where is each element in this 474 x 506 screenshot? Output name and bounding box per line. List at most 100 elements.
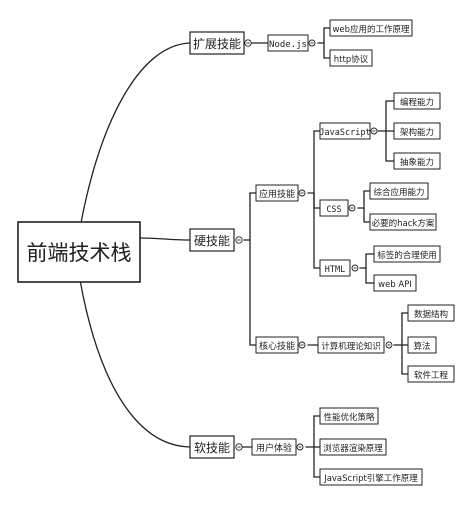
leaf-programming[interactable]: 编程能力 [393, 92, 441, 110]
collapse-app-toggle[interactable] [298, 189, 306, 197]
connector-nodejs-http [323, 42, 331, 59]
node-html[interactable]: HTML [319, 259, 351, 277]
collapse-ux-toggle[interactable] [296, 443, 304, 451]
node-ux-box [251, 438, 297, 456]
node-javascript[interactable]: JavaScript [319, 122, 371, 140]
connector-app-html [313, 192, 321, 269]
node-css-box [319, 199, 349, 217]
leaf-algorithms-box [407, 336, 437, 354]
leaf-algorithms-label: 算法 [413, 341, 430, 352]
node-cs-theory[interactable]: 计算机理论知识 [317, 336, 385, 354]
collapse-html-toggle[interactable] [351, 264, 359, 272]
collapse-hard-toggle[interactable] [235, 236, 243, 244]
leaf-css-hack[interactable]: 必要的hack方案 [369, 213, 437, 231]
node-html-label: HTML [325, 265, 345, 275]
connector-hard-core [249, 239, 257, 346]
leaf-js-engine[interactable]: JavaScript引擎工作原理 [319, 468, 423, 486]
collapse-nodejs-toggle[interactable] [308, 39, 316, 47]
collapse-soft-toggle[interactable] [235, 443, 243, 451]
leaf-css-general[interactable]: 综合应用能力 [369, 182, 429, 200]
connector-nodejs-web [317, 27, 331, 44]
connector-root-soft [79, 279, 191, 448]
leaf-software-eng[interactable]: 软件工程 [407, 365, 455, 383]
leaf-http-box [329, 49, 373, 67]
root-node-label: 前端技术栈 [27, 241, 132, 265]
leaf-web-principle[interactable]: web应用的工作原理 [329, 19, 413, 37]
node-ux[interactable]: 用户体验 [251, 438, 297, 456]
connector-css-hack [363, 207, 371, 223]
connector-html-tags [359, 253, 375, 269]
node-css-label: CSS [326, 205, 341, 215]
connector-js-prog [377, 100, 395, 132]
branch-hard[interactable]: 硬技能 [189, 228, 235, 252]
leaf-web-api-box [373, 274, 417, 292]
leaf-abstraction[interactable]: 抽象能力 [393, 152, 441, 170]
connector-root-hard [139, 237, 191, 241]
connector-app-js [307, 130, 321, 194]
collapse-js-toggle[interactable] [370, 127, 378, 135]
collapse-toggles [235, 39, 393, 451]
node-cs-theory-box [317, 336, 385, 354]
connector-cs-se [401, 344, 409, 375]
leaf-perf-label: 性能优化策略 [323, 412, 375, 423]
leaf-abstraction-label: 抽象能力 [400, 157, 434, 168]
node-javascript-box [319, 122, 371, 140]
node-core-skills[interactable]: 核心技能 [255, 336, 299, 354]
connector-js-abs [385, 130, 395, 162]
connector-root-expand [79, 42, 191, 229]
node-nodejs-box [267, 34, 309, 52]
branch-soft[interactable]: 软技能 [189, 435, 235, 459]
collapse-css-toggle[interactable] [348, 204, 356, 212]
leaf-css-hack-box [369, 213, 437, 231]
leaf-web-principle-box [329, 19, 413, 37]
leaf-web-api[interactable]: web API [373, 274, 417, 292]
root-node[interactable]: 前端技术栈 [17, 221, 141, 283]
leaf-architecture-box [393, 122, 441, 140]
collapse-cs-toggle[interactable] [385, 341, 393, 349]
branch-expand[interactable]: 扩展技能 [189, 31, 245, 55]
leaf-js-engine-label: JavaScript引擎工作原理 [323, 473, 418, 484]
node-javascript-label: JavaScript [319, 128, 370, 138]
leaf-data-structures-label: 数据结构 [414, 309, 448, 320]
node-app-skills-label: 应用技能 [259, 188, 295, 200]
node-ux-label: 用户体验 [256, 442, 292, 454]
node-nodejs[interactable]: Node.js [267, 34, 309, 52]
connector-app-css [313, 192, 321, 209]
leaf-programming-label: 编程能力 [400, 97, 434, 108]
node-css[interactable]: CSS [319, 199, 349, 217]
connector-ux-perf [305, 415, 321, 448]
leaf-css-general-box [369, 182, 429, 200]
leaf-http-label: http协议 [334, 54, 369, 65]
leaf-data-structures-box [407, 304, 455, 322]
node-cs-theory-label: 计算机理论知识 [321, 341, 381, 352]
node-app-skills[interactable]: 应用技能 [255, 184, 299, 202]
leaf-web-api-label: web API [378, 280, 412, 290]
leaf-js-engine-box [319, 468, 423, 486]
node-nodejs-label: Node.js [269, 40, 307, 50]
leaf-architecture[interactable]: 架构能力 [393, 122, 441, 140]
leaf-perf-box [319, 407, 379, 425]
connector-hard-app [243, 192, 257, 241]
branch-hard-label: 硬技能 [194, 234, 230, 248]
collapse-expand-toggle[interactable] [244, 39, 252, 47]
leaf-browser-render[interactable]: 浏览器渲染原理 [319, 438, 387, 456]
node-app-skills-box [255, 184, 299, 202]
leaf-perf[interactable]: 性能优化策略 [319, 407, 379, 425]
leaf-css-general-label: 综合应用能力 [373, 187, 424, 198]
leaf-architecture-label: 架构能力 [400, 127, 434, 138]
leaf-http[interactable]: http协议 [329, 49, 373, 67]
branch-soft-label: 软技能 [194, 441, 230, 455]
node-html-box [319, 259, 351, 277]
leaf-semantic-tags[interactable]: 标签的合理使用 [373, 245, 441, 263]
leaf-web-principle-label: web应用的工作原理 [332, 24, 410, 35]
node-core-skills-box [255, 336, 299, 354]
leaf-software-eng-box [407, 365, 455, 383]
leaf-abstraction-box [393, 152, 441, 170]
leaf-algorithms[interactable]: 算法 [407, 336, 437, 354]
leaf-browser-render-box [319, 438, 387, 456]
connector-cs-ds [393, 312, 409, 346]
collapse-core-toggle[interactable] [298, 341, 306, 349]
branch-expand-box [189, 31, 245, 55]
leaf-data-structures[interactable]: 数据结构 [407, 304, 455, 322]
